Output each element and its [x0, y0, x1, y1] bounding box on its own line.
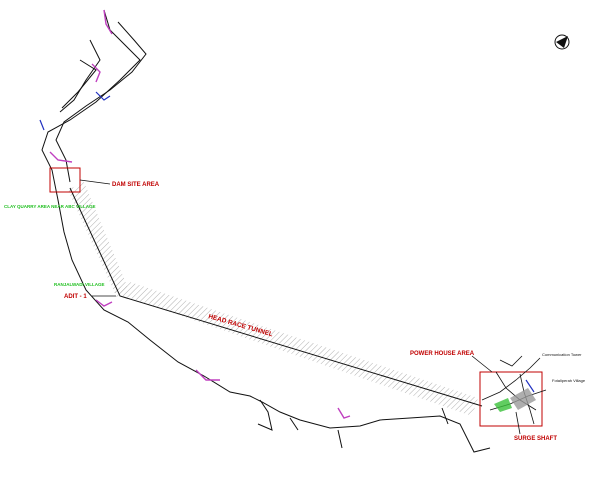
- blue-features: [39, 91, 535, 393]
- label-power-house: POWER HOUSE AREA: [410, 351, 475, 357]
- label-dam-site: DAM SITE AREA: [112, 182, 160, 188]
- power-house-group: POWER HOUSE AREA SURGE SHAFT Communicati…: [410, 351, 586, 442]
- clay-quarry-label-group: CLAY QUARRY AREA NEAR ABC VILLAGE: [4, 204, 96, 209]
- label-clay-quarry: CLAY QUARRY AREA NEAR ABC VILLAGE: [4, 204, 96, 209]
- label-surge-shaft: SURGE SHAFT: [514, 436, 557, 442]
- north-arrow-icon: [554, 34, 570, 50]
- head-race-tunnel-line: [69, 187, 483, 407]
- project-boundary: [49, 9, 351, 419]
- dam-site-box: DAM SITE AREA: [49, 167, 160, 193]
- adit-label-group: ADIT - 1: [64, 294, 116, 300]
- label-village-right: Fotaliperah Village: [552, 378, 586, 383]
- label-ranjalwadi: RANJALWADI VILLAGE: [54, 282, 105, 287]
- label-adit: ADIT - 1: [64, 294, 87, 300]
- ranjalwadi-label-group: RANJALWADI VILLAGE: [54, 282, 105, 287]
- river-outline: [41, 9, 491, 453]
- label-communication-tower: Communication Tower: [542, 352, 582, 357]
